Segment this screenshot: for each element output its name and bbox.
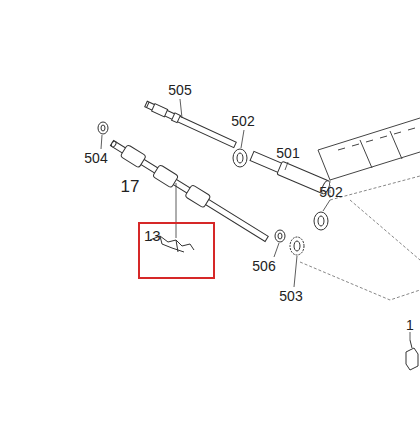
ring-506 xyxy=(275,230,285,242)
shaft-505 xyxy=(144,100,236,148)
callout-number: 17 xyxy=(121,178,140,195)
callout-number: 502 xyxy=(231,114,254,128)
callout-number: 503 xyxy=(279,289,302,303)
shaft-17 xyxy=(108,137,270,245)
bushing-502 xyxy=(233,149,247,167)
callout-number: 502 xyxy=(319,185,342,199)
callout-number: 504 xyxy=(84,151,107,165)
callout-number: 1 xyxy=(406,318,414,332)
bushing-502 xyxy=(314,212,328,230)
highlight-box: 13 xyxy=(138,222,215,279)
small-part xyxy=(406,340,418,370)
tray-frame xyxy=(300,118,420,300)
callout-number: 506 xyxy=(252,259,275,273)
ring-504 xyxy=(98,122,108,134)
callout-number: 505 xyxy=(168,83,191,97)
gear-503 xyxy=(290,237,304,255)
callout-number: 13 xyxy=(144,228,161,243)
leader-lines xyxy=(101,99,410,340)
callout-number: 501 xyxy=(276,146,299,160)
